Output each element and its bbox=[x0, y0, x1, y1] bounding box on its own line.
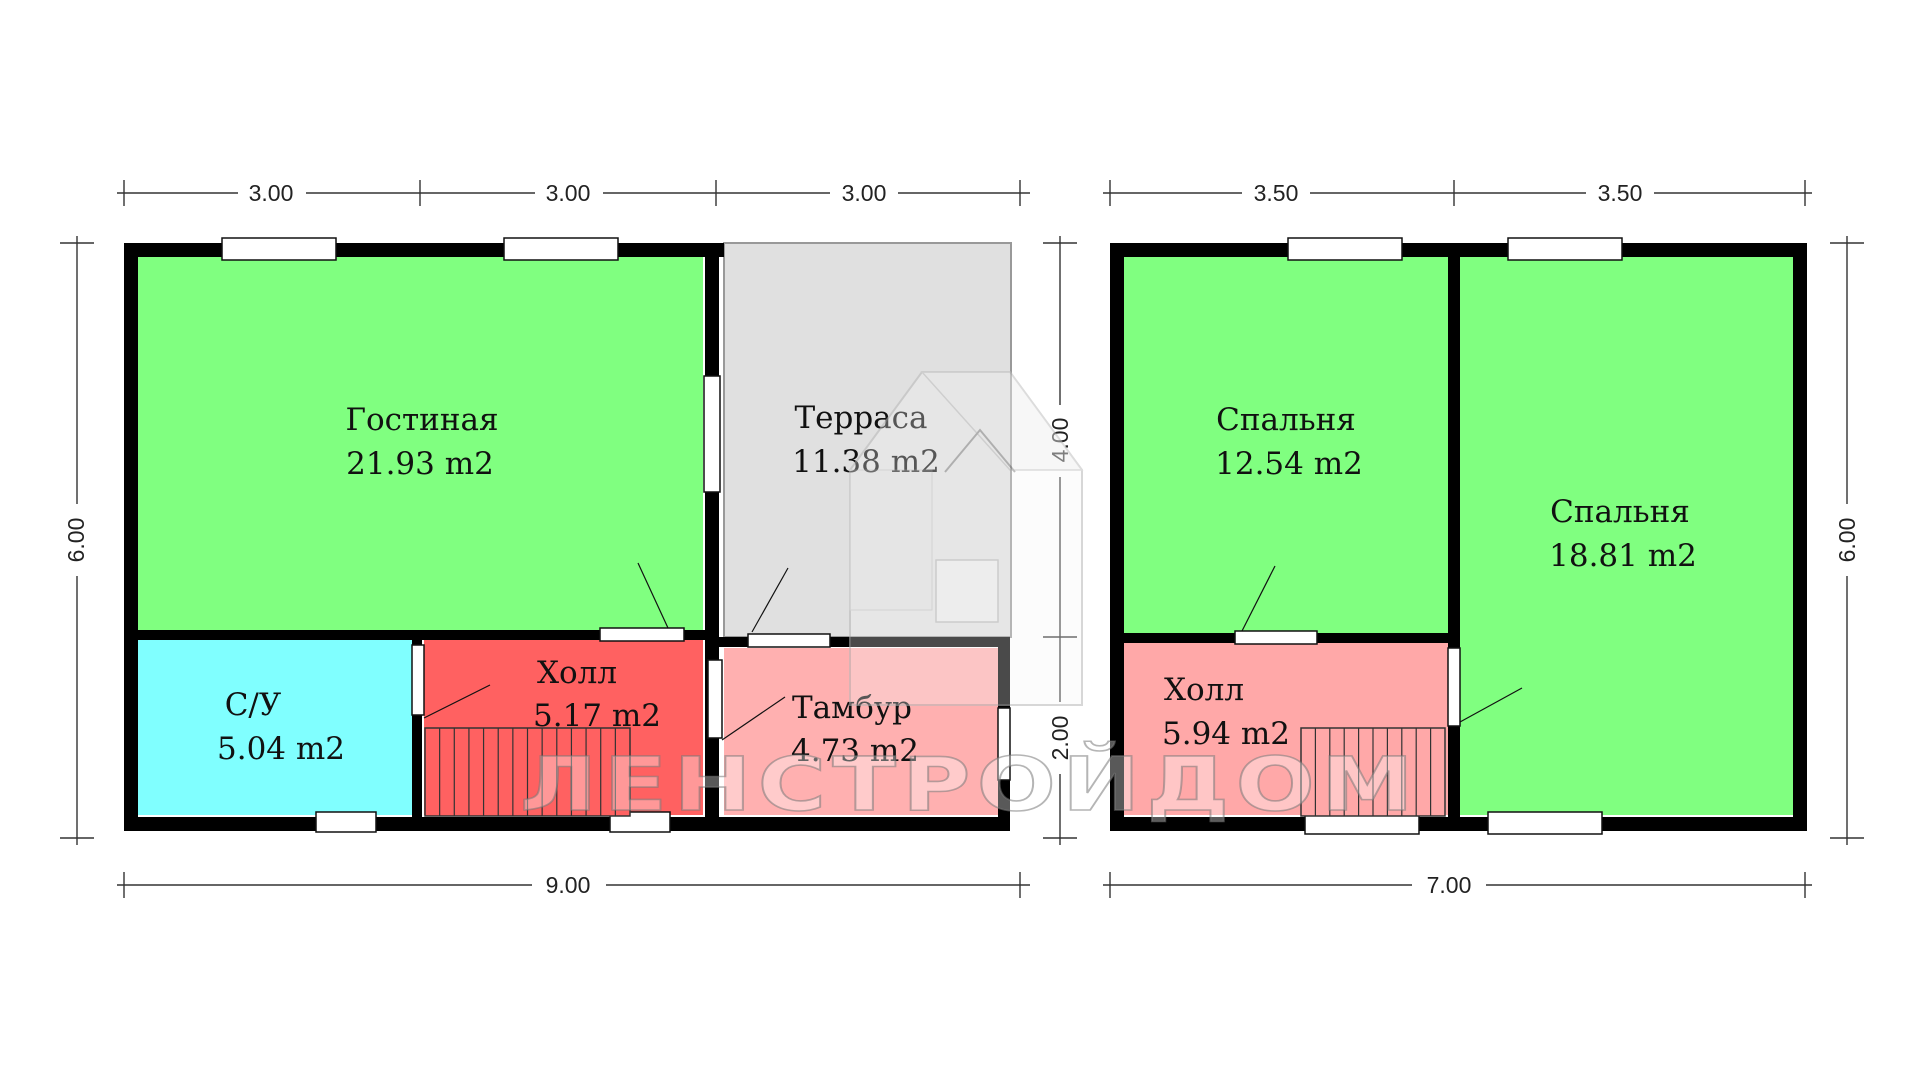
watermark-logo bbox=[849, 371, 1084, 706]
watermark-text: ЛЕНСТРОЙДОМ bbox=[520, 740, 1420, 828]
dimension-top: 3.50 3.50 bbox=[1103, 180, 1812, 206]
dimension-label: 7.00 bbox=[1427, 872, 1472, 898]
room-living-name: Гостиная bbox=[345, 402, 498, 438]
floor-1-plan: Гостиная 21.93 m2 Терраса 11.38 m2 С/У 5… bbox=[60, 180, 1077, 898]
room-hall-name: Холл bbox=[537, 655, 617, 691]
door-leaf bbox=[1241, 565, 1276, 632]
window bbox=[609, 811, 671, 833]
dimension-label: 3.50 bbox=[1254, 180, 1299, 206]
dimension-label: 3.00 bbox=[842, 180, 887, 206]
window bbox=[503, 237, 619, 261]
room-bathroom-fill bbox=[138, 640, 412, 815]
room-terrace-name: Терраса bbox=[794, 400, 927, 436]
door-hall-bedroom1 bbox=[1234, 630, 1318, 645]
room-bedroom2-area: 18.81 m2 bbox=[1549, 538, 1697, 574]
door-leaf bbox=[721, 696, 786, 741]
room-living-area: 21.93 m2 bbox=[346, 446, 494, 482]
wall-bath-hall bbox=[412, 640, 422, 817]
room-bathroom-name: С/У bbox=[225, 687, 282, 723]
dimension-right: 4.00 2.00 bbox=[1043, 236, 1077, 845]
dimension-bottom: 7.00 bbox=[1103, 872, 1812, 898]
room-bedroom2-name: Спальня bbox=[1550, 494, 1690, 530]
dimension-label: 2.00 bbox=[1047, 716, 1073, 761]
room-bedroom1-fill bbox=[1124, 255, 1448, 633]
dimension-label: 9.00 bbox=[546, 872, 591, 898]
dimension-label: 3.00 bbox=[249, 180, 294, 206]
door-vestibule-entry bbox=[997, 707, 1011, 781]
door-leaf bbox=[423, 684, 491, 719]
floor-2-plan: Спальня 12.54 m2 Спальня 18.81 m2 Холл 5… bbox=[1103, 180, 1864, 898]
window bbox=[315, 811, 377, 833]
door-vestibule-terrace bbox=[747, 633, 831, 648]
dimension-label: 3.50 bbox=[1598, 180, 1643, 206]
wall-left bbox=[1110, 243, 1124, 831]
room-hall2-area: 5.94 m2 bbox=[1162, 716, 1290, 752]
staircase bbox=[1300, 727, 1446, 817]
dimension-right: 6.00 bbox=[1830, 236, 1864, 845]
window bbox=[1487, 811, 1603, 835]
room-hall2-name: Холл bbox=[1164, 672, 1244, 708]
door-hall-vestibule bbox=[707, 659, 723, 739]
room-bedroom1-area: 12.54 m2 bbox=[1215, 446, 1363, 482]
room-vestibule-area: 4.73 m2 bbox=[791, 733, 919, 769]
dimension-label: 6.00 bbox=[1834, 518, 1860, 563]
room-terrace-fill bbox=[723, 242, 1012, 638]
dimension-bottom: 9.00 bbox=[117, 872, 1030, 898]
room-bedroom2-fill bbox=[1460, 255, 1793, 815]
door-leaf bbox=[1459, 687, 1523, 723]
door-hall-living bbox=[599, 627, 685, 642]
door-living-terrace bbox=[703, 375, 721, 493]
room-bathroom-area: 5.04 m2 bbox=[217, 731, 345, 767]
window bbox=[1287, 237, 1403, 261]
room-vestibule-name: Тамбур bbox=[792, 690, 912, 726]
dimension-top: 3.00 3.00 3.00 bbox=[117, 180, 1030, 206]
room-hall-area: 5.17 m2 bbox=[533, 698, 661, 734]
room-terrace-area: 11.38 m2 bbox=[792, 444, 940, 480]
door-leaf bbox=[751, 567, 789, 633]
room-living-fill bbox=[138, 255, 703, 630]
dimension-left: 6.00 bbox=[60, 236, 94, 845]
room-bedroom1-name: Спальня bbox=[1216, 402, 1356, 438]
wall-top bbox=[124, 243, 724, 257]
door-hall-bath bbox=[411, 644, 425, 716]
window bbox=[1507, 237, 1623, 261]
window bbox=[221, 237, 337, 261]
wall-terrace-south bbox=[719, 637, 1010, 647]
wall-right bbox=[1793, 243, 1807, 831]
wall-left bbox=[124, 243, 138, 831]
dimension-label: 3.00 bbox=[546, 180, 591, 206]
wall-middle bbox=[1448, 243, 1460, 831]
room-vestibule-fill bbox=[724, 648, 998, 815]
dimension-label: 6.00 bbox=[63, 518, 89, 563]
staircase bbox=[424, 727, 631, 817]
door-leaf bbox=[637, 562, 669, 629]
door-hall-bedroom2 bbox=[1447, 647, 1461, 727]
wall-living-south bbox=[138, 630, 705, 640]
